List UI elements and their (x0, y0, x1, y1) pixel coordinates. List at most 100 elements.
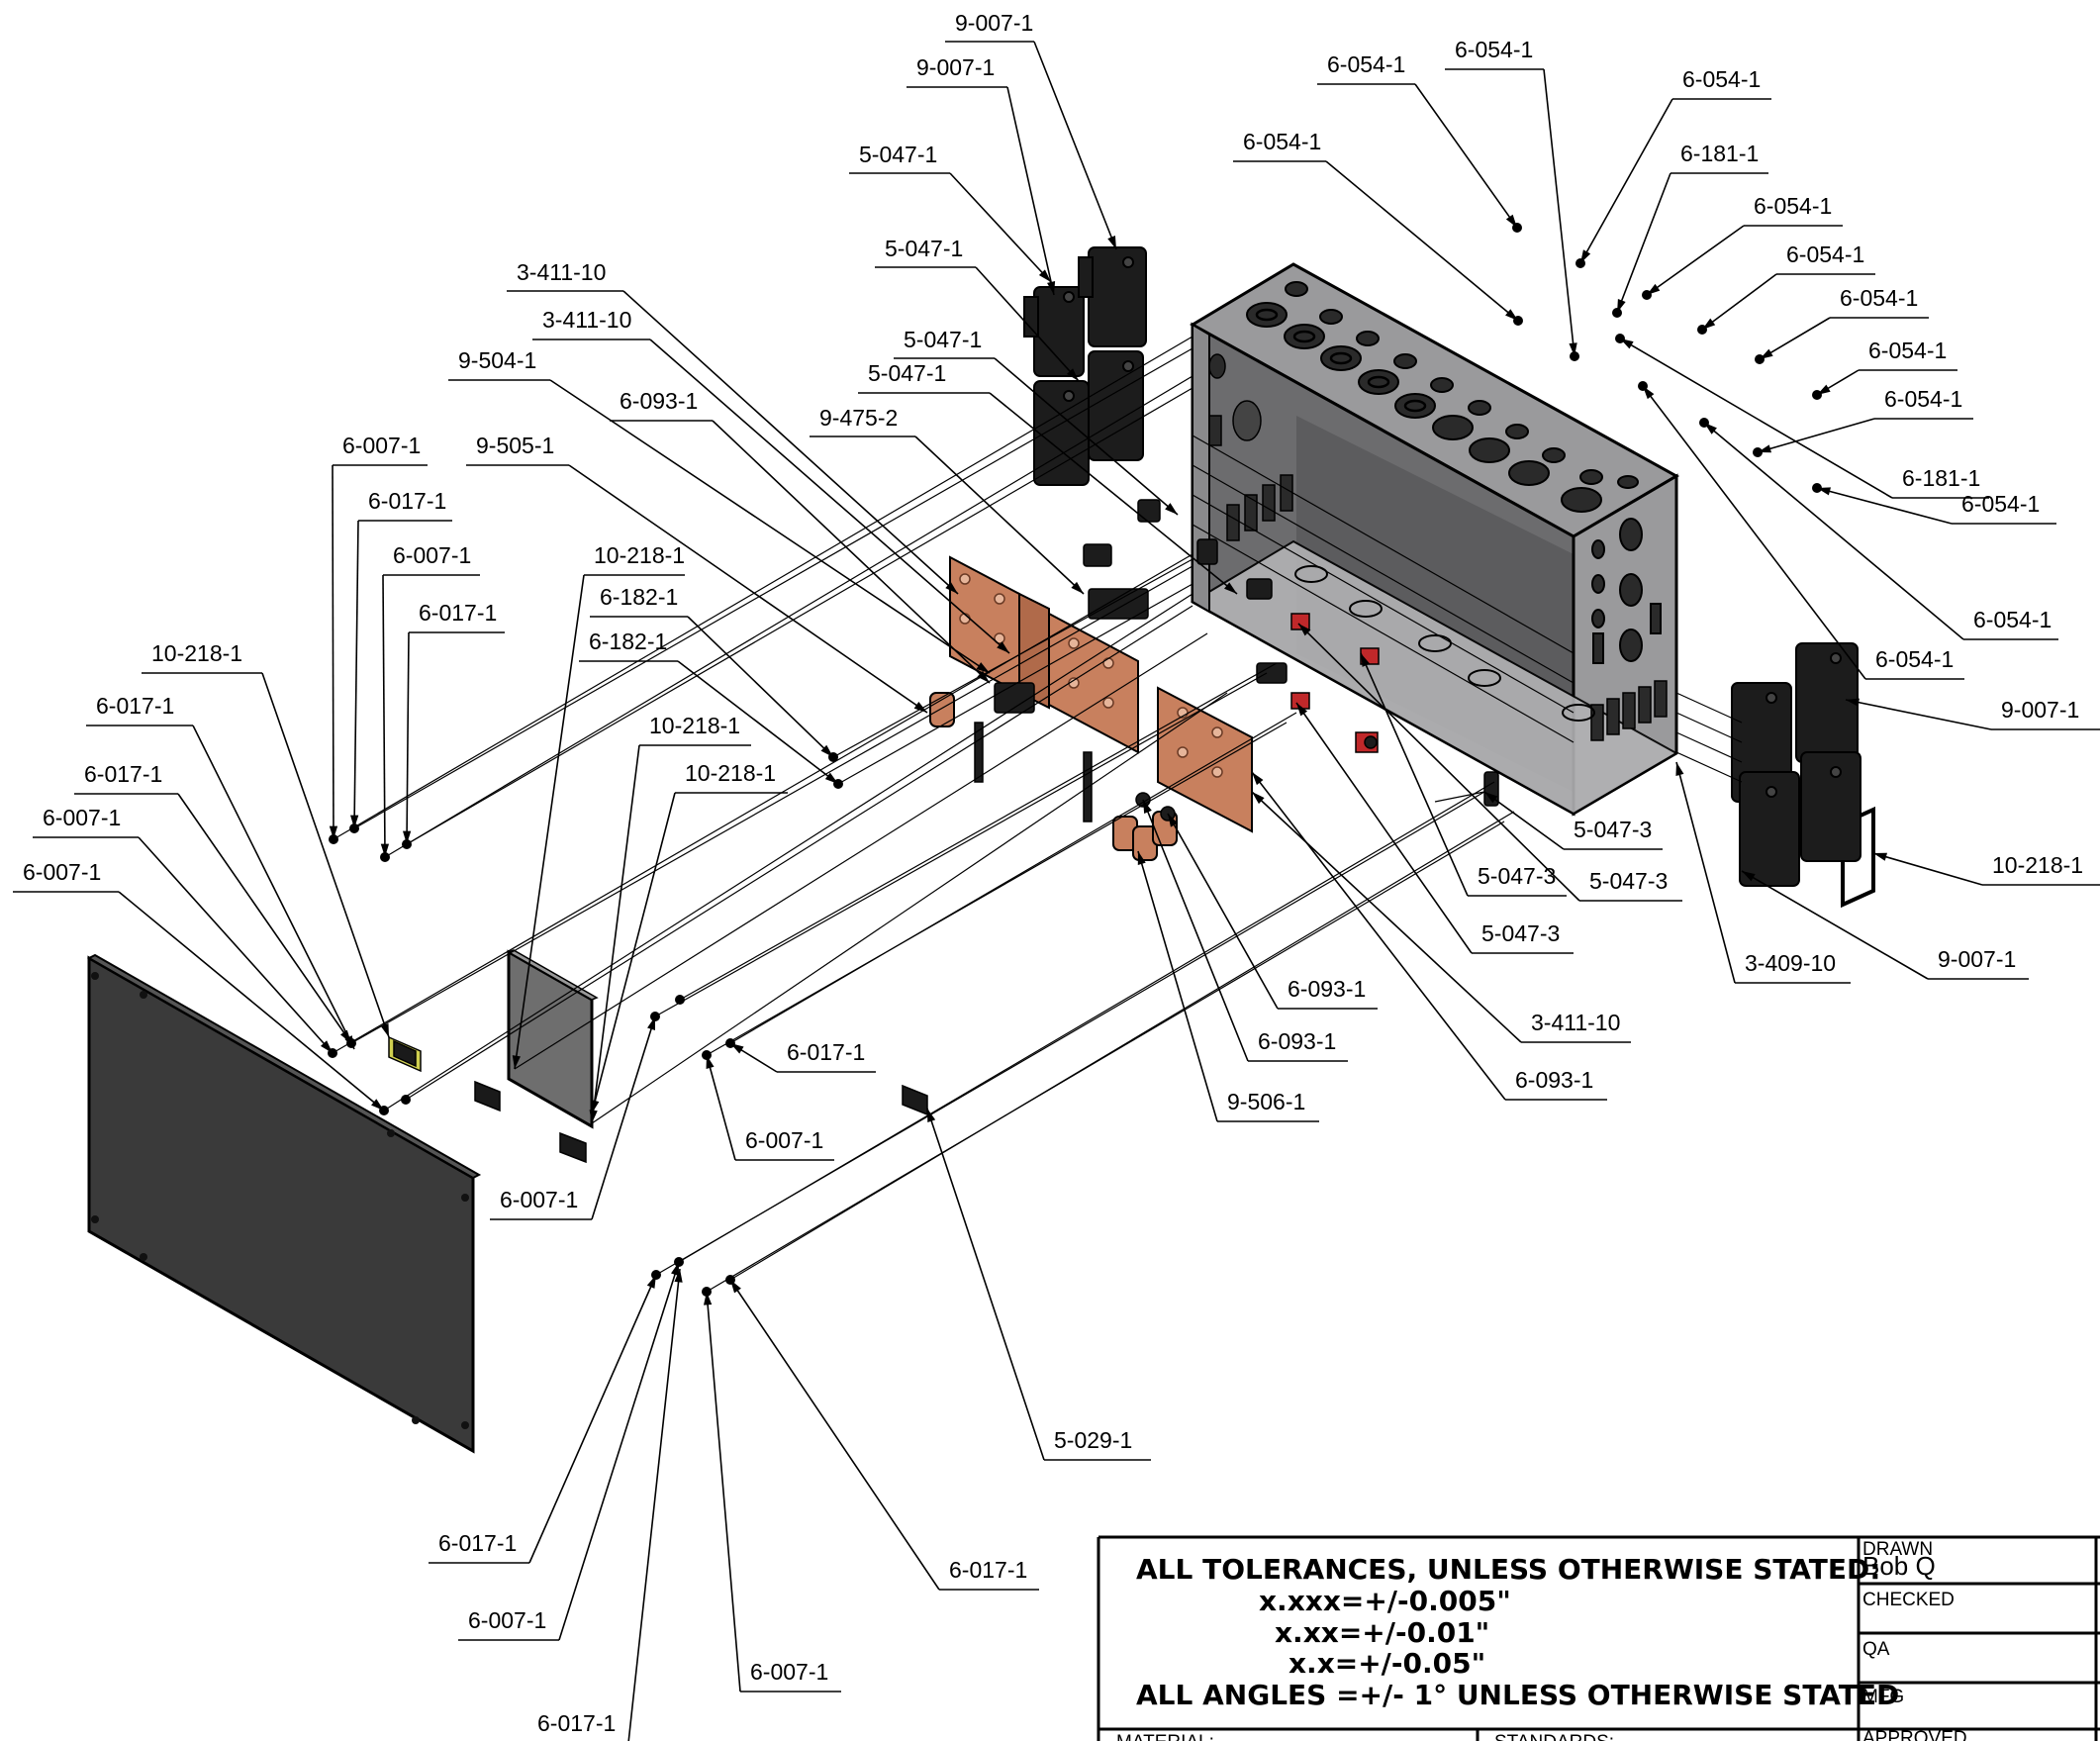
part-number-label: 5-047-1 (868, 360, 946, 386)
drawn-label: DRAWN (1862, 1539, 1933, 1560)
leader-line (382, 574, 386, 858)
part-number-label: 6-182-1 (600, 584, 678, 610)
arrowhead (1817, 384, 1831, 395)
arrowhead (824, 772, 838, 784)
arrowhead (1066, 368, 1079, 381)
arrowhead (976, 662, 990, 673)
leader-line (1741, 870, 1929, 980)
leader-line (332, 464, 334, 840)
leader-line (1414, 83, 1518, 229)
leader-line (706, 1054, 736, 1161)
part-number-label: 6-054-1 (1682, 66, 1761, 92)
leader-line (1360, 652, 1469, 897)
arrowhead (1647, 283, 1661, 295)
leader-line (1325, 160, 1519, 322)
leader-line (591, 744, 640, 1124)
leader-line (926, 1108, 1045, 1461)
part-number-label: 6-017-1 (438, 1530, 517, 1556)
arrowhead (339, 1029, 351, 1043)
leader-line (706, 1291, 741, 1693)
part-number-label: 5-047-3 (1574, 817, 1652, 842)
leader-line (1646, 225, 1745, 296)
callout-label-5029: 5-029-1 (926, 1108, 1151, 1461)
arrowhead (320, 1040, 333, 1053)
red-terminal-parts (1290, 613, 1380, 753)
leader-line (677, 660, 839, 785)
part-number-label: 3-411-10 (517, 259, 606, 285)
callout-label-3409: 3-409-10 (1675, 761, 1851, 984)
callout-label-6017-a: 6-017-1 (350, 488, 452, 829)
arrowhead (1617, 299, 1626, 313)
callout-label-6181-b: 6-181-1 (1619, 338, 1989, 499)
label-tags (388, 806, 1875, 1164)
arrowhead (1817, 487, 1831, 496)
callout-label-6093-b: 6-093-1 (1167, 813, 1378, 1010)
front-panel (86, 953, 482, 1454)
part-number-label: 6-054-1 (1455, 37, 1533, 62)
arrowhead (1165, 503, 1178, 515)
leader-line (177, 793, 352, 1044)
callout-label-6017-g: 6-017-1 (729, 1279, 1039, 1591)
arrowhead (1580, 249, 1591, 263)
arrowhead (1620, 339, 1634, 349)
leader-line (712, 420, 991, 684)
small-gray-panel (507, 949, 599, 1129)
part-number-label: 3-409-10 (1745, 950, 1836, 976)
leader-line (1642, 385, 1866, 680)
arrowhead (730, 1043, 744, 1054)
leader-line (1816, 487, 1953, 525)
callout-label-6093-a: 6-093-1 (610, 388, 991, 684)
callout-label-9506: 9-506-1 (1137, 850, 1319, 1122)
part-number-label: 6-093-1 (1515, 1067, 1593, 1093)
part-number-label: 5-047-3 (1478, 863, 1556, 889)
leader-line (1619, 338, 1893, 499)
arrowhead (402, 830, 412, 844)
leader-line (949, 172, 1052, 283)
arrowhead (730, 1280, 741, 1294)
leader-line (1297, 623, 1580, 902)
arrowhead (1252, 772, 1264, 786)
part-number-label: 6-054-1 (1884, 386, 1962, 412)
callout-label-5047-a: 5-047-1 (849, 142, 1052, 283)
part-number-label: 6-054-1 (1786, 242, 1864, 267)
arrowhead (674, 1269, 683, 1283)
callout-label-6017-c: 6-017-1 (86, 693, 355, 1050)
leader-line (1295, 702, 1473, 954)
callout-label-10218-c: 10-218-1 (589, 713, 751, 1124)
leader-line (591, 792, 676, 1114)
callout-label-6017-b: 6-017-1 (402, 600, 505, 845)
arrowhead (1675, 762, 1684, 776)
arrowhead (1704, 423, 1717, 435)
callout-label-6054-f: 6-054-1 (1701, 242, 1875, 331)
callout-label-6182-a: 6-182-1 (590, 584, 834, 758)
arrowhead (1296, 703, 1308, 717)
part-number-label: 6-182-1 (589, 629, 667, 654)
callout-label-6054-j: 6-054-1 (1816, 487, 2056, 525)
part-number-label: 9-007-1 (1938, 946, 2016, 972)
leader-line (1543, 68, 1575, 357)
callout-label-6007-c: 6-007-1 (33, 805, 334, 1054)
leader-line (406, 631, 410, 845)
part-number-label: 6-054-1 (1973, 607, 2052, 632)
callout-label-6054-c: 6-054-1 (1579, 66, 1771, 264)
part-number-label: 10-218-1 (1992, 852, 2083, 878)
part-number-label: 6-017-1 (949, 1557, 1027, 1583)
callout-label-6182-b: 6-182-1 (579, 629, 839, 785)
arrowhead (1484, 792, 1498, 804)
tolerance-one-place: x.x=+/-0.05" (1289, 1647, 1485, 1680)
arrowhead (380, 843, 390, 857)
part-number-label: 6-007-1 (500, 1187, 578, 1212)
arrowhead (1137, 851, 1146, 865)
leader-line (1251, 771, 1506, 1101)
callout-label-10218-d: 10-218-1 (591, 760, 788, 1114)
leader-line (1675, 761, 1736, 984)
part-number-label: 6-007-1 (750, 1659, 828, 1685)
leader-line (1872, 852, 1983, 886)
leader-line (649, 339, 1010, 654)
part-number-label: 6-093-1 (1258, 1028, 1336, 1054)
leader-line (729, 1279, 940, 1591)
callout-label-6093-d: 6-093-1 (1251, 771, 1607, 1101)
callout-label-6007-e: 6-007-1 (706, 1054, 834, 1161)
leader-line (1759, 317, 1831, 360)
callout-label-9475: 9-475-2 (810, 405, 1085, 595)
